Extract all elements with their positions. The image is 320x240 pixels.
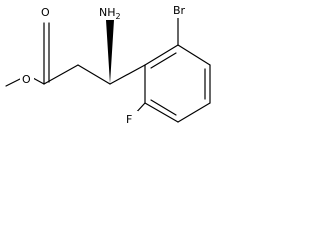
amine-bg (96, 4, 126, 20)
bond-stereocenter-ring (109, 64, 146, 85)
bond-carbonyl-ch2 (43, 64, 79, 85)
ring-bond-1 (144, 44, 179, 66)
ring-double-bond-3 (150, 99, 177, 116)
carbonyl-oxygen-label: O (41, 6, 50, 19)
bromine-bg (171, 2, 193, 18)
fluorine-label: F (126, 113, 132, 126)
amine-label-subscript: 2 (116, 12, 121, 21)
ring-bond-5 (144, 102, 179, 123)
bond-ch2-stereocenter (77, 64, 111, 85)
ring-bond-4 (177, 102, 211, 123)
ring-double-bond-1 (150, 52, 177, 69)
ring-bond-2 (177, 44, 211, 66)
bromine-label: Br (173, 4, 186, 17)
ester-oxygen-bg (20, 71, 34, 87)
carbonyl-oxygen-bg (39, 4, 53, 20)
ester-oxygen-label: O (22, 73, 31, 86)
chemical-structure: O O NH2 Br F (5, 2, 211, 127)
bond-ester-oxygen-carbonyl (32, 77, 45, 85)
bond-methyl-oxygen (5, 78, 21, 87)
fluorine-bg (124, 111, 138, 127)
wedge-bond-amine (106, 20, 114, 84)
amine-label-main: NH (99, 6, 116, 19)
amine-label: NH2 (99, 6, 121, 21)
